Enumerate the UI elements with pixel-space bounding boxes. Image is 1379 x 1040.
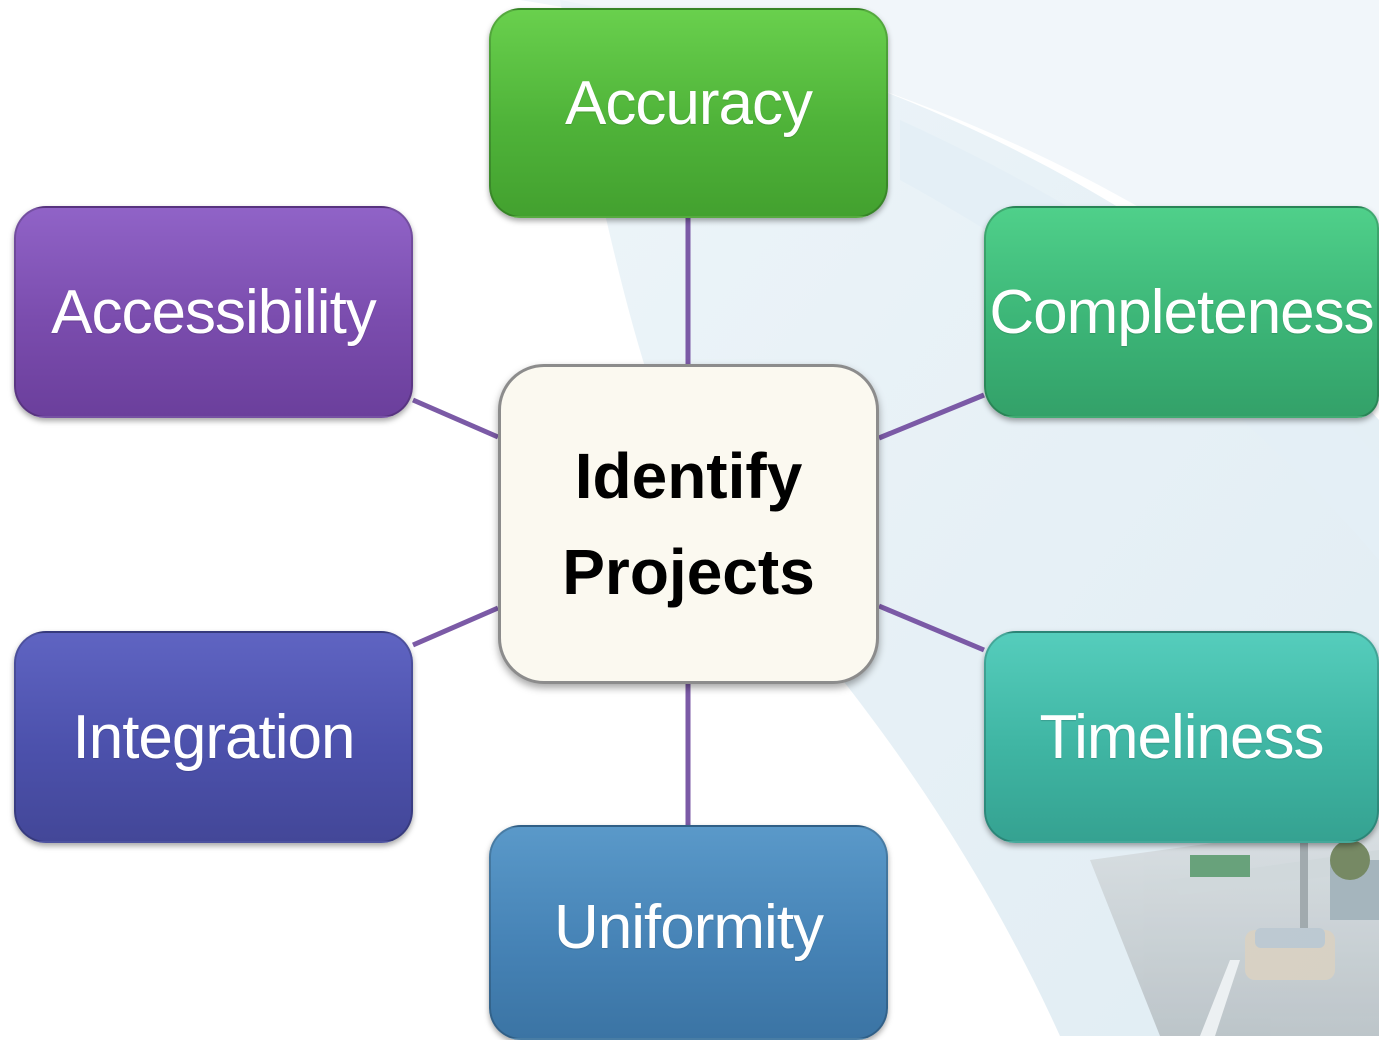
- accuracy-node: Accuracy: [489, 8, 888, 218]
- center-label: Identify Projects: [562, 440, 815, 608]
- uniformity-node: Uniformity: [489, 825, 888, 1040]
- accuracy-label: Accuracy: [565, 68, 813, 138]
- completeness-label: Completeness: [989, 277, 1374, 347]
- connector-accessibility: [412, 397, 499, 440]
- accessibility-node: Accessibility: [14, 206, 413, 418]
- completeness-node: Completeness: [984, 206, 1379, 418]
- connectors: [412, 218, 985, 825]
- timeliness-label: Timeliness: [1039, 702, 1325, 772]
- uniformity-label: Uniformity: [553, 893, 824, 962]
- center-node: Identify Projects: [498, 364, 879, 684]
- road-photo: [1090, 820, 1379, 1036]
- connector-completeness: [878, 392, 985, 441]
- connector-integration: [412, 605, 499, 648]
- connector-timeliness: [878, 603, 985, 653]
- integration-node: Integration: [14, 631, 413, 843]
- timeliness-node: Timeliness: [984, 631, 1379, 843]
- background-swoosh: [120, 0, 1379, 380]
- integration-label: Integration: [72, 702, 356, 772]
- accessibility-label: Accessibility: [51, 277, 377, 347]
